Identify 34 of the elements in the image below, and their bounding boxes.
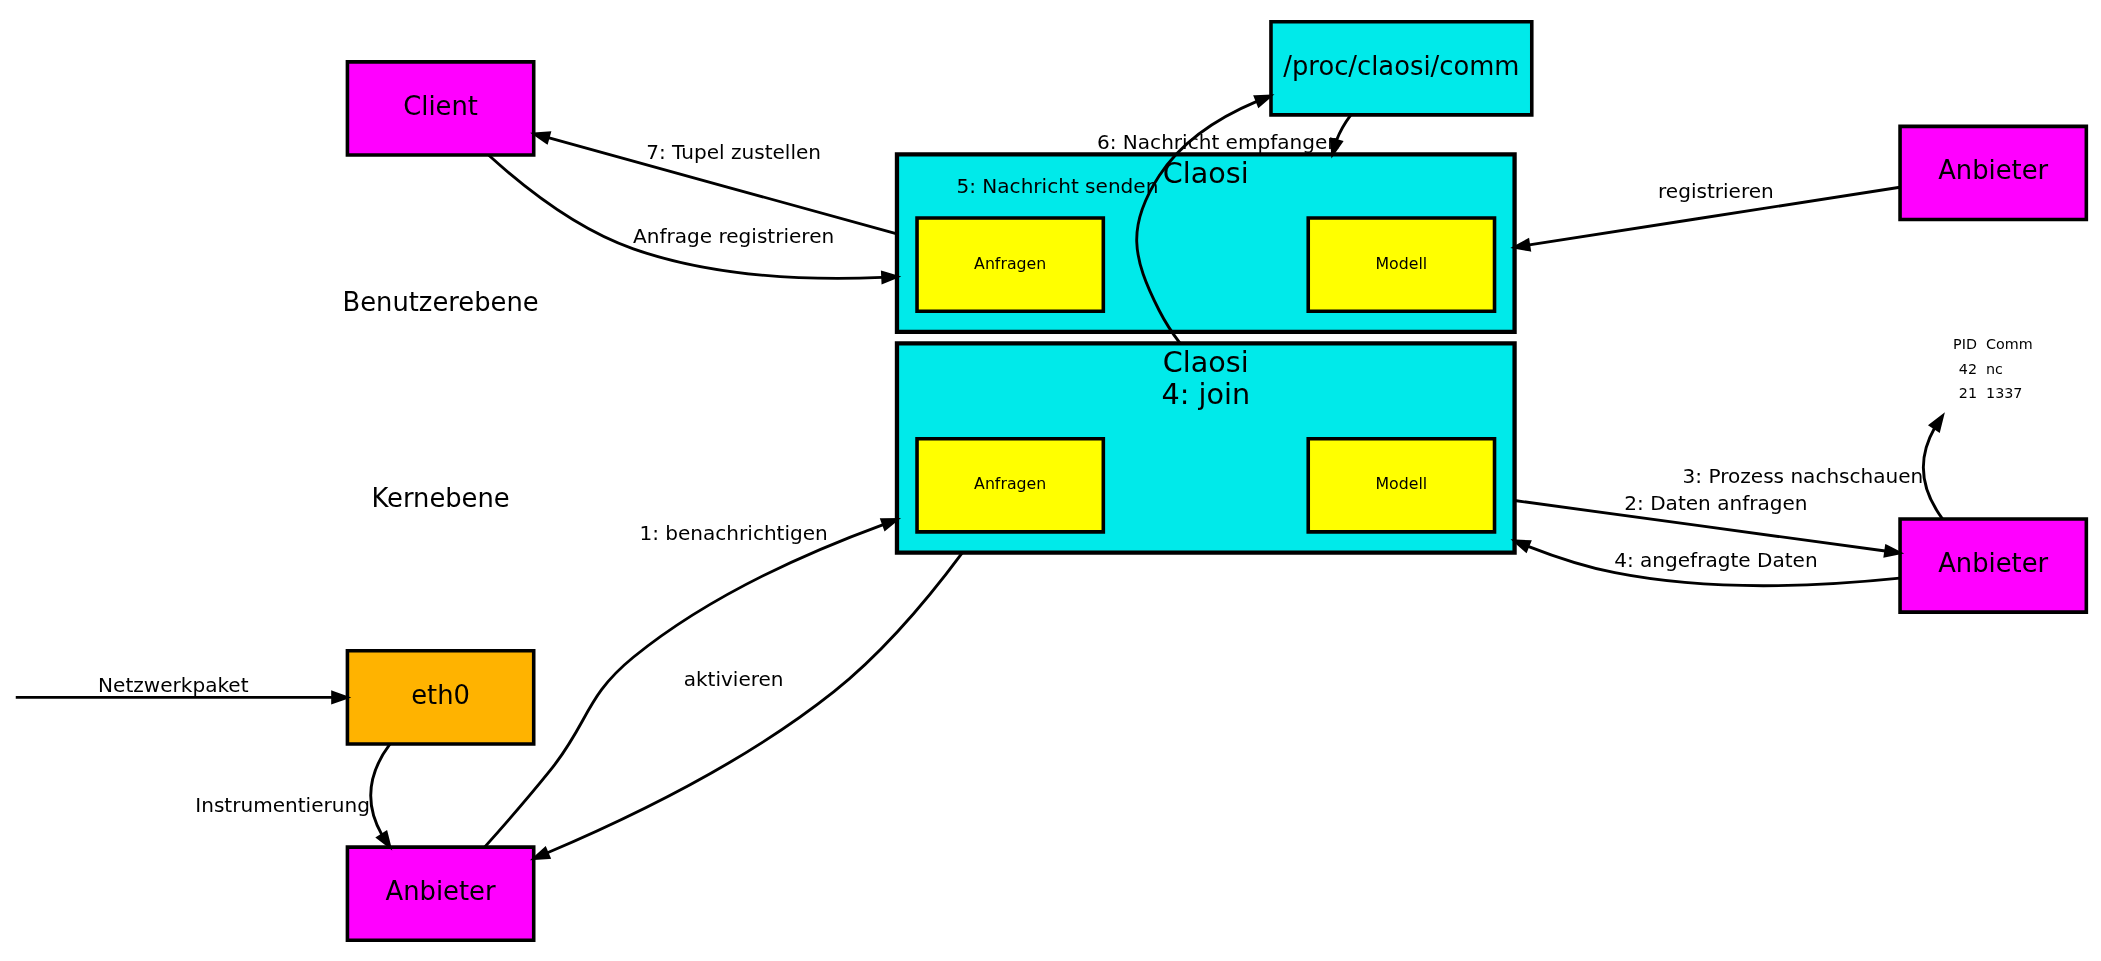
arrow xyxy=(1135,93,1275,344)
node-box: Anbieter xyxy=(1898,124,2089,221)
node-box: Anbieter xyxy=(345,844,536,942)
edge-label: 7: Tupel zustellen xyxy=(646,139,822,164)
edge-label: Anfrage registrieren xyxy=(633,223,835,248)
node-text: PID Comm 42 nc 21 1337 xyxy=(1953,335,2033,401)
label: Kernebene xyxy=(371,482,510,513)
label: Benutzerebene xyxy=(342,286,539,317)
edge-label: 3: Prozess nachschauen xyxy=(1682,463,1924,488)
arrow xyxy=(487,153,902,284)
arrow xyxy=(530,130,898,235)
arrow xyxy=(15,689,352,704)
edge-label: 2: Daten anfragen xyxy=(1624,490,1808,515)
arrow xyxy=(1510,538,1900,587)
node-box: Anfragen xyxy=(915,215,1106,313)
edge-label: 1: benachrichtigen xyxy=(639,520,828,545)
node-box: Modell xyxy=(1306,436,1497,534)
arrow xyxy=(483,517,902,848)
node-box: eth0 xyxy=(345,648,536,746)
node-box: Client xyxy=(345,59,536,157)
arrow xyxy=(1921,411,1945,520)
edge-label: Instrumentierung xyxy=(195,792,370,817)
edge-label: aktivieren xyxy=(683,666,784,691)
arrow xyxy=(1510,185,1901,252)
edge-label: Netzwerkpaket xyxy=(98,672,249,697)
node-box: Anfragen xyxy=(915,436,1106,534)
arrow xyxy=(529,551,964,860)
edge-label: 4: angefragte Daten xyxy=(1614,547,1818,572)
arrow xyxy=(1514,498,1905,558)
arrow xyxy=(369,742,393,851)
node-box: /proc/claosi/comm xyxy=(1269,19,1534,117)
node-box: Anbieter xyxy=(1898,516,2089,614)
node-box: Modell xyxy=(1306,215,1497,313)
edge-label: registrieren xyxy=(1658,178,1774,203)
